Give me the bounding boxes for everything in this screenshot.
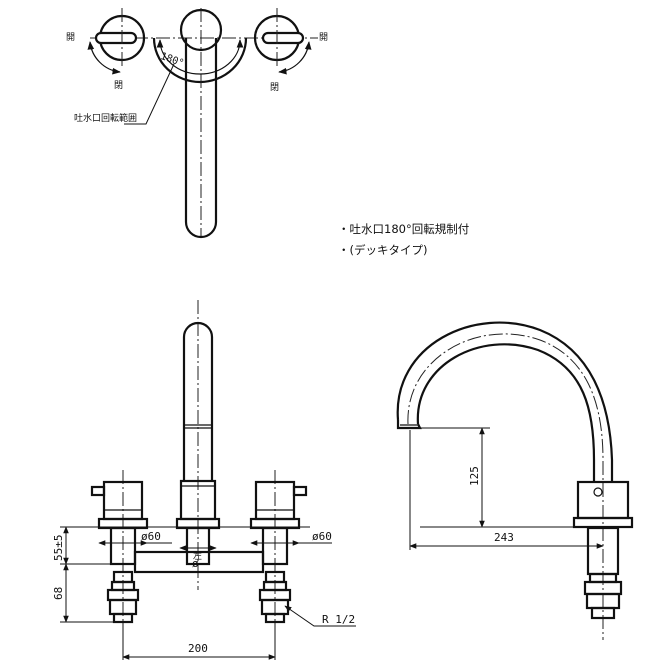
cross-pipe <box>133 550 265 574</box>
dim-spout-height: 125 <box>468 466 481 486</box>
note-rotation-limit: ・吐水口180°回転規制付 <box>338 222 469 236</box>
close-label-left: 閉 <box>114 80 123 91</box>
angle-label: 180° <box>159 51 185 70</box>
center-mark-top: 左 <box>193 550 202 562</box>
spout-arc-outer <box>396 321 614 482</box>
thread-label: R 1/2 <box>322 613 355 626</box>
spec-notes: ・吐水口180°回転規制付 ・(デッキタイプ) <box>338 222 469 257</box>
dim-spout-reach: 243 <box>494 531 514 544</box>
front-view: ø60 ø60 左 ø 55±5 68 200 R 1/2 <box>52 300 356 660</box>
open-label-left: 開 <box>66 32 75 43</box>
spout-base-top <box>152 37 248 84</box>
dia-left-label: ø60 <box>141 530 161 543</box>
top-view: 開 閉 開 閉 180° 吐水口回転範囲 <box>66 8 328 239</box>
left-shank <box>109 526 137 566</box>
center-dia-mark: ø <box>192 557 199 570</box>
close-label-right: 閉 <box>270 82 279 93</box>
spout-arm-top <box>184 38 218 239</box>
spout-range-label: 吐水口回転範囲 <box>74 112 137 124</box>
open-label-right: 開 <box>319 32 328 43</box>
dia-right-label: ø60 <box>312 530 332 543</box>
dim-height-lower: 68 <box>52 587 65 600</box>
spout-arc-inner <box>416 343 596 482</box>
dim-height-upper: 55±5 <box>52 535 65 562</box>
side-view: 125 243 <box>396 321 634 640</box>
dim-width-label: 200 <box>188 642 208 655</box>
right-shank <box>261 526 289 566</box>
note-deck-type: ・(デッキタイプ) <box>338 243 427 257</box>
spout-riser-front <box>182 321 214 480</box>
